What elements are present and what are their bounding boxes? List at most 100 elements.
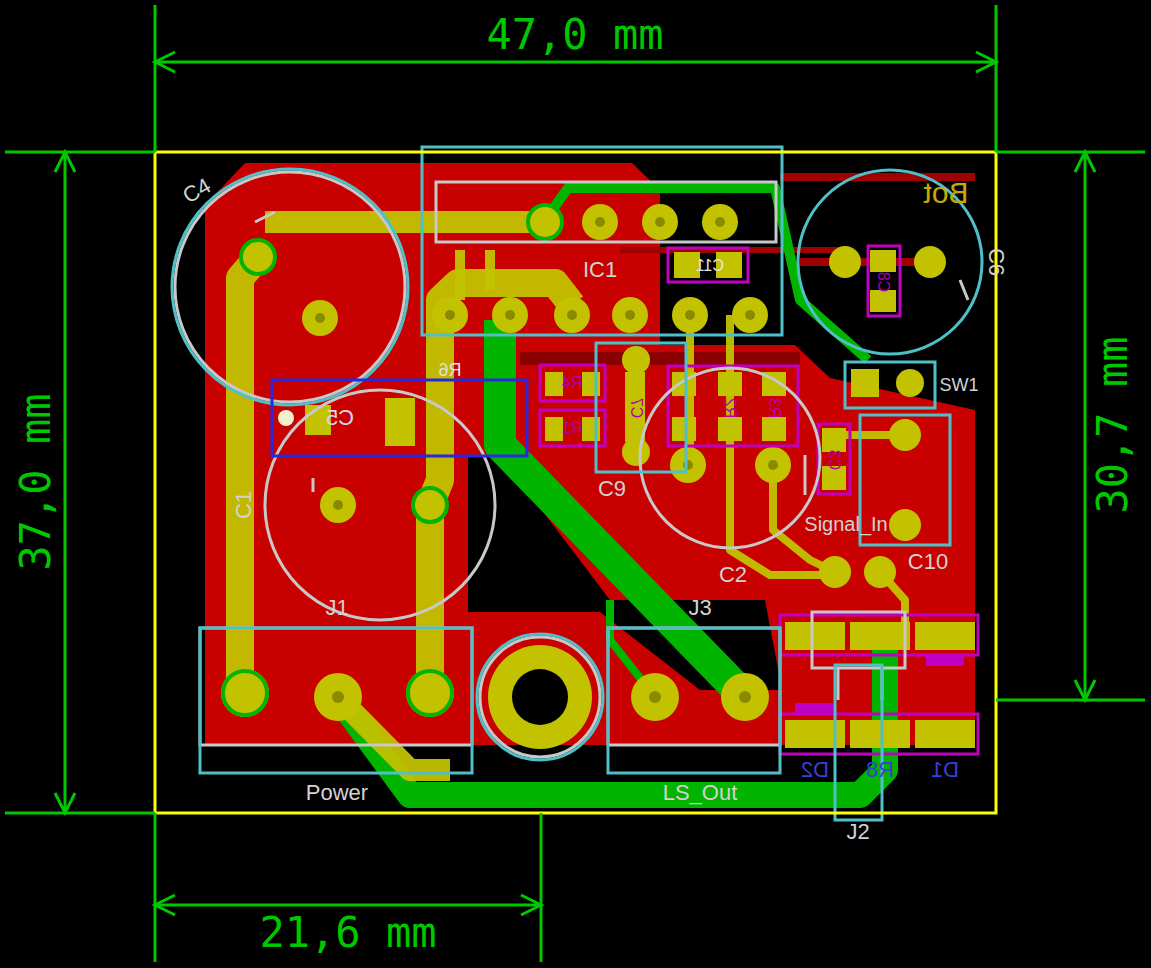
courtyards-item xyxy=(172,169,408,405)
back-pad-rings xyxy=(223,205,562,715)
courtyards-item xyxy=(596,343,686,472)
courtyards-item xyxy=(608,628,780,773)
part-name: R8 xyxy=(866,759,894,781)
back-tracks xyxy=(338,188,885,795)
smd-pads-item xyxy=(915,622,975,650)
silkscreen-item xyxy=(480,637,600,757)
dimension-lines-item xyxy=(155,5,996,152)
fab-outlines-item xyxy=(818,424,850,494)
mounting-hole xyxy=(512,669,568,725)
pads xyxy=(221,204,946,749)
part-name: C11 xyxy=(696,258,724,274)
front-tracks-item xyxy=(265,211,545,233)
pad-holes-item xyxy=(625,310,635,320)
courtyards-item xyxy=(477,634,603,760)
part-name: D1 xyxy=(931,759,959,781)
part-name: SW1 xyxy=(939,376,978,394)
back-pad-rings-item xyxy=(408,671,452,715)
layer-text: Bot xyxy=(923,178,968,208)
pad-holes-item xyxy=(567,310,577,320)
pads-item xyxy=(851,369,879,397)
pads-item xyxy=(829,246,861,278)
front-tracks xyxy=(240,222,905,770)
part-name: C8 xyxy=(875,272,891,292)
dimension-label: 37,0 mm xyxy=(15,393,57,570)
dimension-lines-item xyxy=(55,152,75,813)
smd-pads-item xyxy=(625,372,645,442)
silkscreen-item xyxy=(838,668,882,700)
part-name: R6 xyxy=(438,361,461,379)
pad-holes-item xyxy=(715,217,725,227)
pads-item xyxy=(672,297,708,333)
pad-holes-item xyxy=(739,691,751,703)
pads-item xyxy=(221,669,269,717)
pads-item xyxy=(582,204,618,240)
dimension-lines-item xyxy=(155,813,541,962)
fab-outlines-item xyxy=(668,248,748,282)
pads-item xyxy=(432,297,468,333)
pads-item xyxy=(622,438,650,466)
pad-holes-item xyxy=(333,500,343,510)
pad-holes xyxy=(315,217,778,703)
copper-fill-item xyxy=(520,352,800,365)
dimension-lines-item xyxy=(5,152,155,813)
pads-item xyxy=(240,239,276,275)
dimension-label: 21,6 mm xyxy=(259,912,436,954)
courtyards xyxy=(172,147,982,820)
part-name: C9 xyxy=(598,478,626,500)
pads-item xyxy=(631,673,679,721)
signal-name: Signal_In xyxy=(804,514,887,534)
pads-item xyxy=(670,447,706,483)
dimension-lines xyxy=(5,5,1145,962)
silkscreen-item xyxy=(265,390,495,620)
part-name: C3 xyxy=(826,450,842,470)
part-name: C2 xyxy=(719,564,747,586)
pad-holes-item xyxy=(332,691,344,703)
copper-fill xyxy=(205,163,985,745)
pads-item xyxy=(914,246,946,278)
back-pad-rings-item xyxy=(413,488,447,522)
silkscreen-item xyxy=(436,182,776,242)
part-name: J1 xyxy=(325,597,348,619)
silkscreen-item xyxy=(175,172,405,402)
front-tracks-item xyxy=(485,250,495,290)
part-name: R3 xyxy=(766,398,782,418)
back-pad-rings-item xyxy=(241,240,275,274)
smd-pads-item xyxy=(870,290,896,312)
fab-marks-item xyxy=(926,656,964,666)
pads-item xyxy=(889,419,921,451)
pads-item xyxy=(406,669,454,717)
back-pad-rings-item xyxy=(528,205,562,239)
front-tracks-item xyxy=(455,250,465,300)
pads-item xyxy=(302,300,338,336)
part-name: C6 xyxy=(985,248,1007,276)
pad-holes-item xyxy=(685,310,695,320)
pads-item xyxy=(314,673,362,721)
part-name: R1 xyxy=(562,420,582,436)
pad-holes-item xyxy=(655,217,665,227)
fab-outlines-item xyxy=(780,615,978,655)
courtyards-item xyxy=(798,170,982,354)
pads-item xyxy=(612,297,648,333)
smd-pads-item xyxy=(785,622,845,650)
part-name: C1 xyxy=(233,491,255,519)
part-name: IC1 xyxy=(583,259,617,281)
board-edge-item xyxy=(155,152,996,813)
silkscreen xyxy=(175,172,968,757)
part-name: J3 xyxy=(688,597,711,619)
pads-item xyxy=(889,509,921,541)
smd-pads-item xyxy=(850,622,910,650)
pads-item xyxy=(642,204,678,240)
fab-marks-item xyxy=(795,703,833,713)
smd-pads-item xyxy=(762,417,786,441)
back-tracks-item xyxy=(500,320,745,697)
pads-item xyxy=(896,369,924,397)
smd-pads-item xyxy=(545,417,563,441)
part-name: R2 xyxy=(722,398,738,418)
part-name: R4 xyxy=(562,375,582,391)
smd-pads-item xyxy=(870,250,896,272)
pad-holes-item xyxy=(745,310,755,320)
smd-pads-item xyxy=(545,372,563,396)
silkscreen-item xyxy=(200,628,472,745)
